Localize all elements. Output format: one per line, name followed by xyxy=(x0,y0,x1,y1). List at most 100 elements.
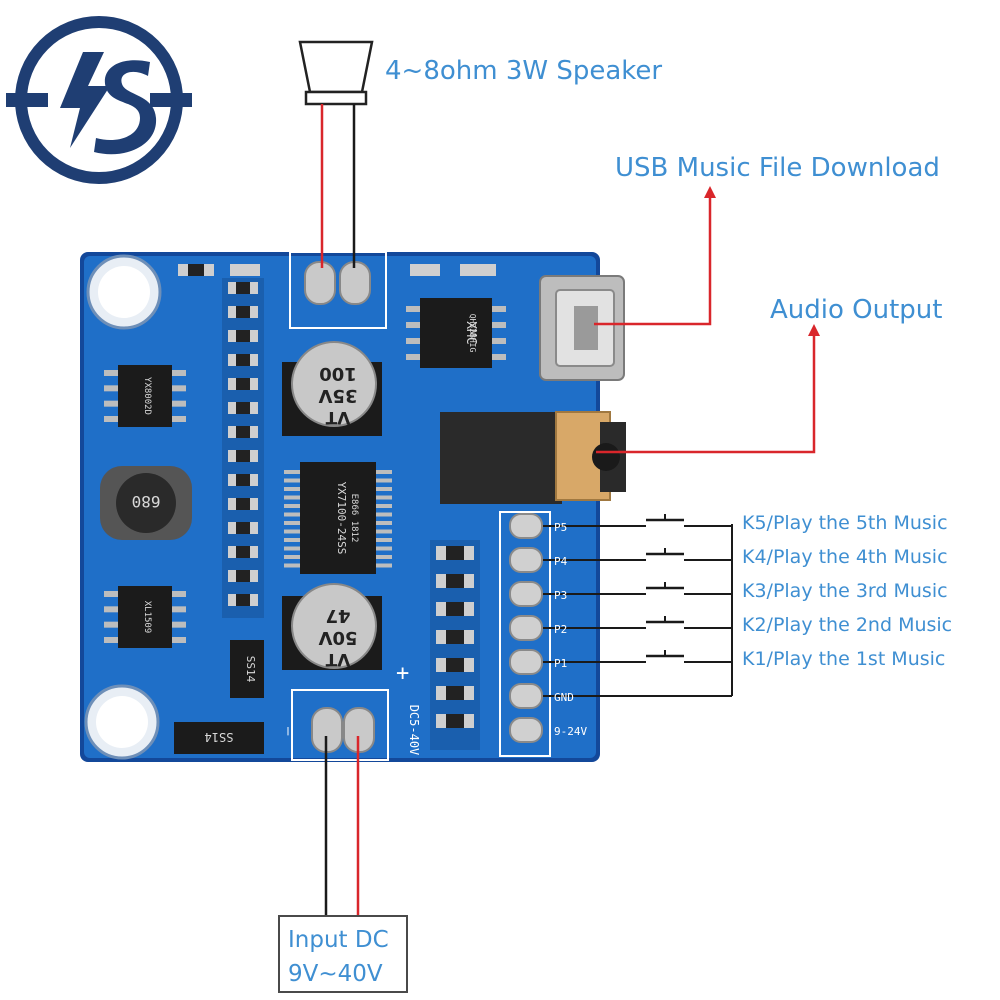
key-label-5: K5/Play the 5th Music xyxy=(742,512,948,534)
ic-pin xyxy=(284,555,300,559)
cap-bottom-value: 47 xyxy=(325,605,350,626)
ic-pin xyxy=(406,354,420,360)
ic-pin xyxy=(284,504,300,508)
logo-is-icon xyxy=(6,16,192,184)
inductor: 680 xyxy=(100,466,192,540)
smd-resistor-body xyxy=(236,282,250,294)
input-dc-line2: 9V~40V xyxy=(288,961,383,987)
ic-pin xyxy=(376,495,392,500)
pin-pad xyxy=(509,683,543,709)
micro-usb-port xyxy=(539,275,625,381)
ic-pin xyxy=(104,416,118,422)
ic-pin xyxy=(376,529,392,534)
ic-pin xyxy=(376,555,392,559)
pin-label: P2 xyxy=(554,623,567,636)
ic-pin xyxy=(492,306,506,312)
ic-pin xyxy=(376,470,392,474)
audio-output-label: Audio Output xyxy=(770,295,943,325)
minus-sign: — xyxy=(280,727,296,736)
smd-component-body xyxy=(446,714,464,728)
pin-label: 9-24V xyxy=(554,725,587,738)
smd-resistor-body xyxy=(236,450,250,462)
ic-pin xyxy=(406,322,420,328)
cap-bottom-voltage: 50V xyxy=(318,627,357,648)
ic-left-top-label: YX8002D xyxy=(142,377,152,415)
arrow-usb-icon xyxy=(704,186,716,198)
ic-pin xyxy=(104,591,118,597)
smd-component-body xyxy=(446,658,464,672)
pin-pad xyxy=(509,649,543,675)
key-label-3: K3/Play the 3rd Music xyxy=(742,580,948,602)
key-label-4: K4/Play the 4th Music xyxy=(742,546,948,568)
cap-top-value: 100 xyxy=(319,363,357,384)
cap-top-voltage: 35V xyxy=(318,385,357,406)
pin-label: P4 xyxy=(554,555,568,568)
pin-label: P5 xyxy=(554,521,567,534)
ic-pin xyxy=(376,521,392,525)
smd-resistor-body xyxy=(236,474,250,486)
ic-pin xyxy=(172,606,186,613)
cap-top-brand: VT xyxy=(325,407,350,427)
capacitor-bottom: VT 50V 47 xyxy=(282,583,382,670)
ic-left-top: YX8002D xyxy=(118,365,172,427)
pin-pad xyxy=(509,513,543,539)
smd-resistor-body xyxy=(236,546,250,558)
ic-pin xyxy=(376,504,392,508)
ic-pin xyxy=(492,338,506,344)
smd-component-body xyxy=(446,630,464,644)
ic-pin xyxy=(172,370,186,376)
input-dc-box: Input DC 9V~40V xyxy=(278,915,408,993)
mount-hole-top xyxy=(86,254,162,330)
pin-pad xyxy=(509,717,543,743)
ic-pin xyxy=(284,563,300,568)
ic-pin xyxy=(406,338,420,344)
audio-jack xyxy=(440,411,626,504)
smd-component-body xyxy=(446,602,464,616)
ic-pin xyxy=(104,606,118,613)
pin-label: GND xyxy=(554,691,574,704)
smd-component-body xyxy=(446,546,464,560)
ic-pin xyxy=(284,495,300,500)
ic-pin xyxy=(172,621,186,628)
flash-chip-code: QH32BHIG xyxy=(468,314,477,353)
ic-pin xyxy=(104,370,118,376)
ic-pin xyxy=(172,416,186,422)
ic-pin xyxy=(172,637,186,643)
pin-header xyxy=(499,511,551,757)
ic-left-bottom: XL1509 xyxy=(118,586,172,648)
ic-pin xyxy=(172,591,186,597)
pin-label: P3 xyxy=(554,589,567,602)
ic-pin xyxy=(376,512,392,517)
ic-pin xyxy=(284,512,300,517)
ic-pin xyxy=(284,538,300,542)
key-button-wiring xyxy=(530,514,732,663)
inductor-label: 680 xyxy=(132,492,161,511)
smd-resistor-body xyxy=(236,570,250,582)
ic-pin xyxy=(376,487,392,491)
ic-pin xyxy=(104,385,118,392)
smd-resistor-body xyxy=(236,330,250,342)
key-label-1: K1/Play the 1st Music xyxy=(742,648,946,670)
ic-pin xyxy=(104,400,118,407)
ic-pin xyxy=(284,478,300,483)
resistor-column xyxy=(222,278,264,618)
main-chip: YX7100-24SS E866 1812 xyxy=(300,462,376,574)
wires xyxy=(320,104,816,916)
diode-2: SS14 xyxy=(174,722,264,754)
main-chip-label: YX7100-24SS xyxy=(335,482,348,555)
ic-pin xyxy=(284,521,300,525)
cap-bottom-brand: VT xyxy=(325,649,350,669)
smd-resistor-body xyxy=(236,378,250,390)
smd-resistor-body xyxy=(236,402,250,414)
ic-pin xyxy=(376,546,392,551)
speaker-icon xyxy=(298,40,374,106)
flash-chip-label: XMC xyxy=(463,321,478,344)
smd-resistor-body xyxy=(236,498,250,510)
smd-resistor-body xyxy=(236,306,250,318)
diode-1: SS14 xyxy=(230,640,264,698)
power-silk-label: DC5-40V xyxy=(407,705,421,756)
smd-resistor-body xyxy=(236,594,250,606)
ic-pin xyxy=(104,621,118,628)
